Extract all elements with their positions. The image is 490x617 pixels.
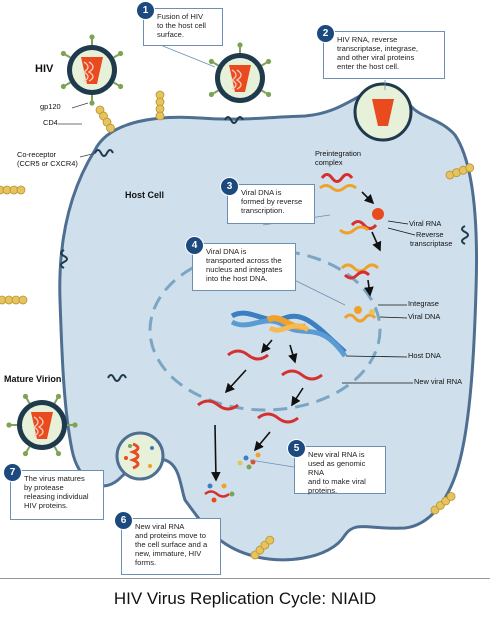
label-new-viral-rna: New viral RNA [414,377,463,386]
co-receptor-glyph-5 [461,225,469,245]
label-integrase: Integrase [408,299,439,308]
step-1-line: surface. [157,30,185,39]
step-7-line: releasing individual [24,492,89,501]
step-5-line: New viral RNA is [308,450,365,459]
cd4-receptor-4 [0,295,28,305]
step-6-line: forms. [135,558,157,567]
co-receptor-glyph-4 [107,374,127,382]
step-5-badge: 5 [287,439,306,458]
step-3-box: 3 Viral DNA is formed by reverse transcr… [220,177,315,224]
step-7-badge: 7 [3,463,22,482]
step-6-line: New viral RNA [135,522,185,531]
label-gp120: gp120 [40,102,61,111]
label-host-cell: Host Cell [125,190,165,200]
cd4-receptor-2 [155,90,165,121]
cd4-receptor-3 [0,185,26,195]
step-6-line: new, immature, HIV [135,549,202,558]
label-preintegration-line1: Preintegration [315,149,362,158]
step-2-line: HIV RNA, reverse [337,35,398,44]
step-3-line: Viral DNA is [241,188,282,197]
step-4-line: Viral DNA is [206,247,247,256]
step-5-line: and to make viral [308,477,366,486]
caption-divider [0,578,490,579]
step-5-line: used as genomic RNA [308,459,366,477]
step-7-line: The virus matures [24,474,85,483]
label-reverse-line1: Reverse [416,230,444,239]
step-4-line: transported across the [206,256,282,265]
step-2-line: and other viral proteins [337,53,415,62]
step-1-box: 1 Fusion of HIV to the host cell surface… [136,1,223,46]
preintegration-complex [319,173,357,192]
host-dna-helix [230,310,348,358]
step-2-line: enter the host cell. [337,62,400,71]
step-2-badge: 2 [316,24,335,43]
label-cd4: CD4 [43,118,58,127]
label-mature-virion: Mature Virion [4,374,62,384]
step-1-line: Fusion of HIV [157,12,204,21]
label-preintegration-line2: complex [315,158,343,167]
assembling-virion-cluster [204,483,235,503]
viral-rna-remnant [343,270,371,280]
reverse-transcription-complex [339,208,384,235]
budding-virion [115,431,165,481]
co-receptor-glyph-2 [224,116,244,124]
step-3-badge: 3 [220,177,239,196]
step-3-line: formed by reverse [241,197,303,206]
hiv-virion-top-left [58,33,126,107]
step-4-line: into the host DNA. [206,274,268,283]
step-6-line: the cell surface and a [135,540,208,549]
viral-dna-strand [340,263,380,273]
viral-proteins-cluster [237,452,261,470]
label-host-dna: Host DNA [408,351,441,360]
pathway-arrows [211,191,382,482]
step-7-line: HIV proteins. [24,501,68,510]
coreceptor-pointer [79,152,97,158]
step-6-box: 6 New viral RNA and proteins move to the… [114,511,221,575]
step-4-badge: 4 [185,236,204,255]
step-5-box: 5 New viral RNA is used as genomic RNA a… [287,439,386,495]
figure-caption: HIV Virus Replication Cycle: NIAID [113,589,377,608]
gp120-pointer [71,102,89,109]
integrase-complex [343,306,377,323]
step-6-line: and proteins move to [135,531,206,540]
host-cell-membrane [58,89,479,562]
label-viral-rna: Viral RNA [409,219,442,228]
step-3-line: transcription. [241,206,285,215]
label-hiv: HIV [35,63,54,75]
cd4-receptor [94,104,117,135]
step-5-line: proteins. [308,486,338,495]
step-7-box: 7 The virus matures by protease releasin… [3,463,104,520]
step-2-box: 2 HIV RNA, reverse transcriptase, integr… [316,24,445,79]
co-receptor-glyph-3 [60,249,68,269]
hiv-virion-entering [353,82,413,142]
step-1-line: to the host cell [157,21,206,30]
hiv-virion-fusing [206,41,274,104]
label-leaders [342,220,416,384]
label-viral-dna: Viral DNA [408,312,441,321]
label-coreceptor-line2: (CCR5 or CXCR4) [17,159,78,168]
step-4-line: nucleus and integrates [206,265,283,274]
label-reverse-line2: transcriptase [410,239,453,248]
step-4-box: 4 Viral DNA is transported across the nu… [185,236,296,291]
step-7-line: by protease [24,483,64,492]
step-1-badge: 1 [136,1,155,20]
step-6-badge: 6 [114,511,133,530]
new-viral-rna-strands [197,349,323,424]
co-receptor-glyph [94,149,114,157]
label-coreceptor-line1: Co-receptor [17,150,57,159]
step-2-line: transcriptase, integrase, [337,44,419,53]
